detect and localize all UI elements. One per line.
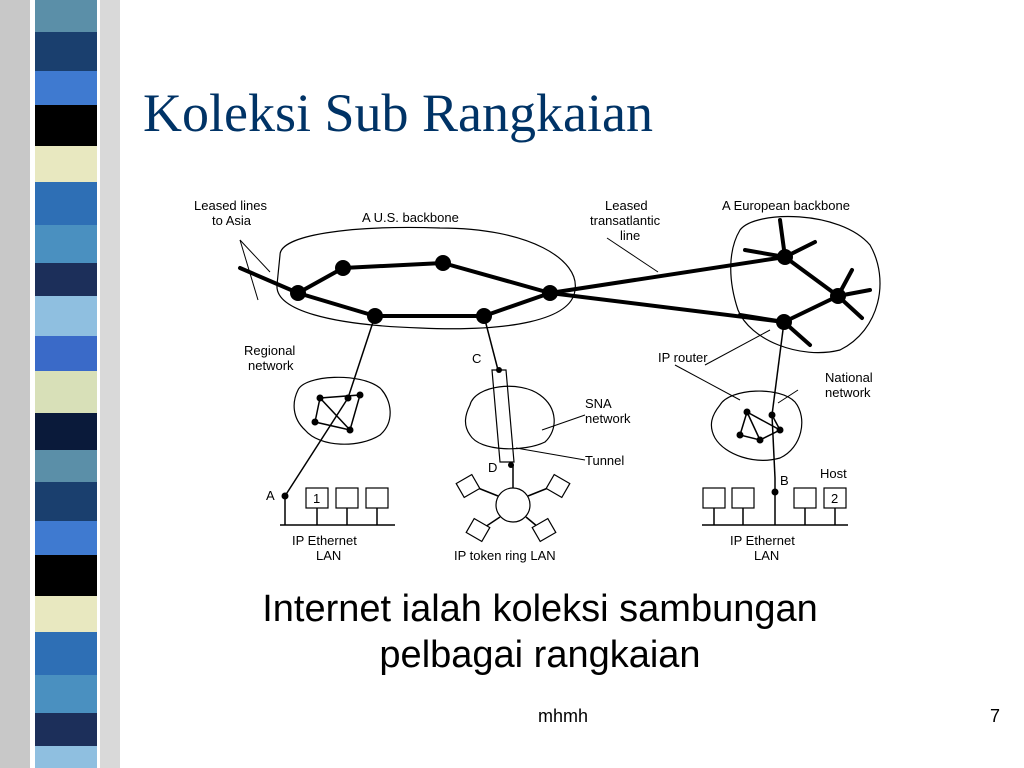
- label-eth-left-1: IP Ethernet: [292, 533, 357, 548]
- label-eth-right-2: LAN: [754, 548, 779, 563]
- national-network-cloud: [710, 390, 803, 461]
- label-transatlantic-2: transatlantic: [590, 213, 661, 228]
- sidebar-stripe: [35, 482, 97, 521]
- sidebar-stripe: [35, 0, 97, 32]
- sidebar-stripe: [35, 632, 97, 675]
- regional-network-cloud: [293, 376, 391, 445]
- label-sna-1: SNA: [585, 396, 612, 411]
- label-national-1: National: [825, 370, 873, 385]
- sidebar-stripe: [35, 555, 97, 596]
- slide-title: Koleksi Sub Rangkaian: [143, 83, 653, 143]
- network-diagram: Leased lines to Asia A U.S. backbone Lea…: [194, 198, 881, 563]
- sidebar-stripe: [35, 371, 97, 413]
- slide-caption: Internet ialah koleksi sambungan pelbaga…: [180, 586, 900, 678]
- label-us-backbone: A U.S. backbone: [362, 210, 459, 225]
- label-b: B: [780, 473, 789, 488]
- sidebar-stripe: [35, 413, 97, 450]
- sidebar-stripe: [35, 105, 97, 146]
- label-regional-2: network: [248, 358, 294, 373]
- sidebar-stripe: [35, 225, 97, 263]
- token-ring: [495, 487, 531, 523]
- label-host-2: 2: [831, 491, 838, 506]
- label-transatlantic-1: Leased: [605, 198, 648, 213]
- slide-number: 7: [989, 706, 1000, 726]
- label-tunnel: Tunnel: [585, 453, 624, 468]
- sidebar-stripe: [35, 596, 97, 632]
- caption-line-2: pelbagai rangkaian: [379, 634, 701, 676]
- label-host: Host: [820, 466, 847, 481]
- sidebar-stripe: [35, 182, 97, 225]
- label-transatlantic-3: line: [620, 228, 640, 243]
- sidebar-stripe: [35, 263, 97, 296]
- label-regional-1: Regional: [244, 343, 295, 358]
- label-eth-left-2: LAN: [316, 548, 341, 563]
- sidebar-stripe: [35, 336, 97, 371]
- label-eth-right-1: IP Ethernet: [730, 533, 795, 548]
- sidebar-stripe: [35, 450, 97, 482]
- footer-text: mhmh: [537, 706, 588, 726]
- sidebar-stripe: [35, 296, 97, 336]
- label-c: C: [472, 351, 481, 366]
- sidebar-stripe: [35, 713, 97, 746]
- label-host-1: 1: [313, 491, 320, 506]
- sidebar-stripes: [0, 0, 120, 768]
- sidebar-stripe: [35, 146, 97, 182]
- label-ip-router: IP router: [658, 350, 708, 365]
- label-token-ring: IP token ring LAN: [454, 548, 556, 563]
- label-leased-asia-2: to Asia: [212, 213, 252, 228]
- sidebar-stripe: [35, 521, 97, 555]
- label-european-backbone: A European backbone: [722, 198, 850, 213]
- sidebar-stripe: [35, 746, 97, 768]
- sna-network-cloud: [464, 385, 555, 450]
- label-national-2: network: [825, 385, 871, 400]
- european-backbone-cloud: [730, 215, 881, 354]
- sidebar-stripe: [35, 71, 97, 105]
- label-d: D: [488, 460, 497, 475]
- label-leased-asia-1: Leased lines: [194, 198, 267, 213]
- sidebar-stripe: [35, 675, 97, 713]
- sidebar-decoration: [0, 0, 120, 768]
- caption-line-1: Internet ialah koleksi sambungan: [262, 588, 818, 630]
- label-a: A: [266, 488, 275, 503]
- label-sna-2: network: [585, 411, 631, 426]
- sidebar-stripe: [35, 32, 97, 71]
